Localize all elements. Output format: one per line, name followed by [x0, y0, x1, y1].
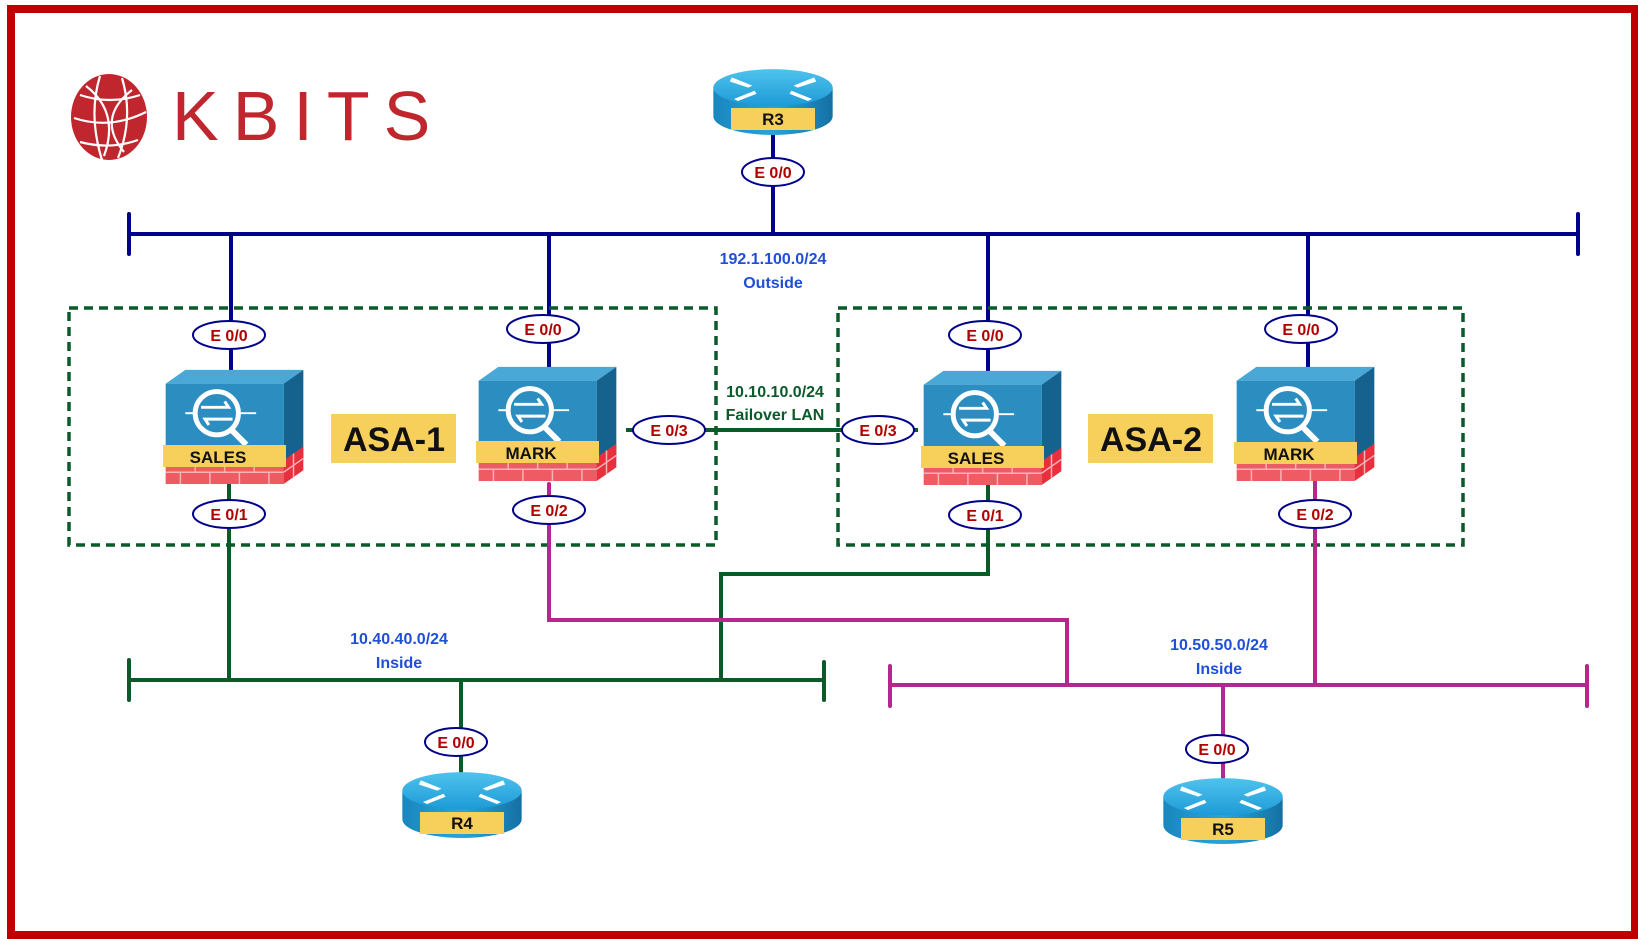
- iface-asa2-sales-e00[interactable]: E 0/0: [948, 320, 1022, 350]
- asa-1-group: [67, 306, 718, 547]
- iface-r5-e00[interactable]: E 0/0: [1185, 734, 1249, 764]
- svg-text:E 0/0: E 0/0: [210, 328, 247, 345]
- iface-asa2-mark-e00[interactable]: E 0/0: [1264, 314, 1338, 344]
- svg-text:E 0/1: E 0/1: [210, 507, 247, 524]
- iface-asa1-mark-e03[interactable]: E 0/3: [632, 415, 706, 445]
- svg-text:E 0/1: E 0/1: [966, 508, 1003, 525]
- iface-asa1-sales-e01[interactable]: E 0/1: [192, 499, 266, 529]
- iface-asa1-mark-e00[interactable]: E 0/0: [506, 314, 580, 344]
- router-name: R4: [451, 814, 473, 833]
- outside-label: Outside: [743, 275, 803, 292]
- svg-text:E 0/0: E 0/0: [1282, 322, 1319, 339]
- inside2-label: Inside: [1196, 661, 1242, 678]
- kbits-logo: KBITS: [71, 74, 444, 161]
- svg-text:E 0/2: E 0/2: [530, 503, 567, 520]
- context-name: SALES: [190, 448, 247, 467]
- svg-text:E 0/3: E 0/3: [859, 423, 896, 440]
- svg-text:ASA-2: ASA-2: [1100, 421, 1202, 459]
- router-name: R3: [762, 110, 784, 129]
- context-label-bg: [476, 441, 599, 463]
- asa-1-label: ASA-1: [331, 414, 456, 463]
- iface-asa2-sales-e03[interactable]: E 0/3: [841, 415, 915, 445]
- svg-text:E 0/0: E 0/0: [1198, 742, 1235, 759]
- router-r3[interactable]: R3: [713, 69, 833, 135]
- asa1-sales[interactable]: SALES: [163, 370, 303, 484]
- failover-label: Failover LAN: [726, 407, 825, 424]
- outside-subnet: 192.1.100.0/24: [720, 251, 827, 268]
- context-name: SALES: [948, 449, 1005, 468]
- router-label-bg: [420, 812, 504, 834]
- iface-asa1-mark-e02[interactable]: E 0/2: [512, 495, 586, 525]
- svg-text:E 0/2: E 0/2: [1296, 507, 1333, 524]
- asa2-mark[interactable]: MARK: [1234, 367, 1374, 481]
- iface-asa2-sales-e01[interactable]: E 0/1: [948, 500, 1022, 530]
- context-label-bg: [921, 446, 1044, 468]
- router-label-bg: [731, 108, 815, 130]
- router-label-bg: [1181, 818, 1265, 840]
- inside2-subnet: 10.50.50.0/24: [1170, 637, 1268, 654]
- inside1-subnet: 10.40.40.0/24: [350, 631, 448, 648]
- asa-2-label: ASA-2: [1088, 414, 1213, 463]
- svg-text:E 0/3: E 0/3: [650, 423, 687, 440]
- router-r5[interactable]: R5: [1163, 778, 1283, 844]
- svg-text:E 0/0: E 0/0: [754, 165, 791, 182]
- asa1-mark[interactable]: MARK: [476, 367, 616, 481]
- iface-asa1-sales-e00[interactable]: E 0/0: [192, 320, 266, 350]
- svg-text:ASA-1: ASA-1: [343, 421, 445, 459]
- iface-r4-e00[interactable]: E 0/0: [424, 727, 488, 757]
- failover-subnet: 10.10.10.0/24: [726, 384, 824, 401]
- asa2-sales[interactable]: SALES: [921, 371, 1061, 485]
- globe-icon: [71, 74, 147, 161]
- svg-text:E 0/0: E 0/0: [524, 322, 561, 339]
- firewall-icon: [479, 367, 617, 481]
- svg-text:E 0/0: E 0/0: [437, 735, 474, 752]
- svg-text:E 0/0: E 0/0: [966, 328, 1003, 345]
- router-r4[interactable]: R4: [402, 772, 522, 838]
- context-name: MARK: [1264, 445, 1316, 464]
- outside-bus: [127, 128, 1580, 374]
- context-label-bg: [1234, 442, 1357, 464]
- inside1-bus: [127, 478, 990, 782]
- context-label-bg: [163, 445, 286, 467]
- inside2-bus: [547, 480, 1589, 792]
- router-name: R5: [1212, 820, 1234, 839]
- iface-asa2-mark-e02[interactable]: E 0/2: [1278, 499, 1352, 529]
- logo-text: KBITS: [172, 77, 444, 155]
- inside1-label: Inside: [376, 655, 422, 672]
- asa-2-group: [836, 306, 1465, 547]
- context-name: MARK: [506, 444, 558, 463]
- iface-r3-e00[interactable]: E 0/0: [741, 157, 805, 187]
